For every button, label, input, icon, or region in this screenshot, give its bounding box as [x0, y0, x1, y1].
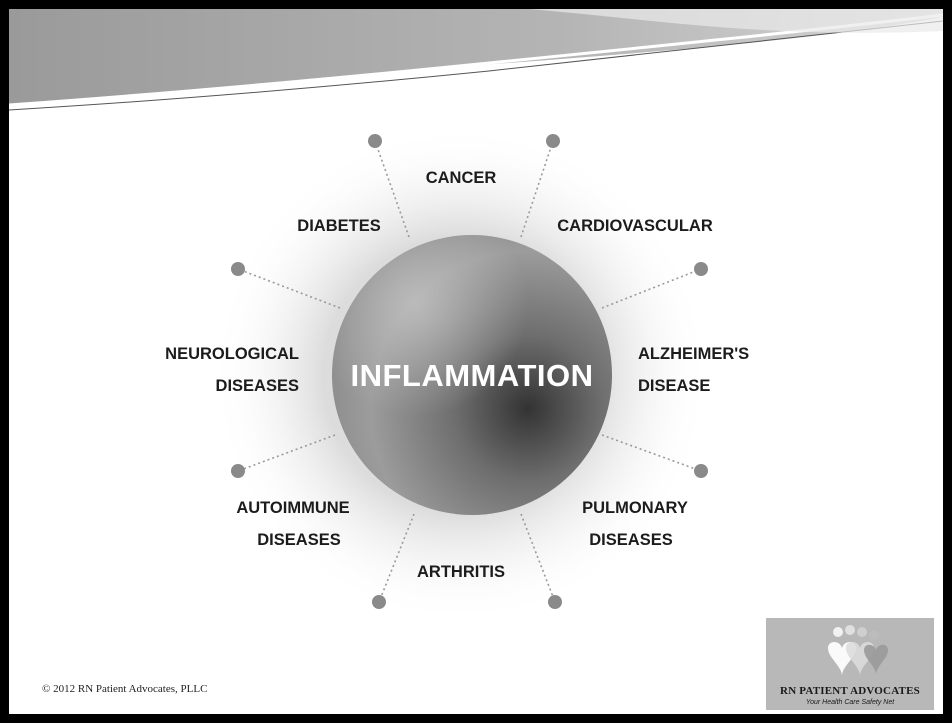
logo-name: RN PATIENT ADVOCATES [780, 685, 920, 697]
label-alzheimers-line2: DISEASE [638, 377, 710, 395]
connector-autoimmune [237, 434, 336, 472]
label-cancer: CANCER [426, 169, 497, 187]
label-arthritis: ARTHRITIS [417, 563, 505, 581]
label-neurological-line1: NEUROLOGICAL [165, 345, 299, 363]
label-diabetes: DIABETES [297, 217, 380, 235]
label-autoimmune-line1: AUTOIMMUNE [236, 499, 349, 517]
node-dot [694, 464, 708, 478]
node-dot [548, 595, 562, 609]
label-cardiovascular: CARDIOVASCULAR [557, 217, 713, 235]
node-dot [231, 262, 245, 276]
connector-diabetes [237, 268, 341, 309]
rn-patient-advocates-logo: RN PATIENT ADVOCATES Your Health Care Sa… [766, 618, 934, 710]
logo-tagline: Your Health Care Safety Net [805, 699, 895, 706]
slide: INFLAMMATION CANCER CARDIOVASCULAR DIABE… [9, 9, 943, 714]
node-dot [231, 464, 245, 478]
header-wave [9, 9, 943, 111]
label-alzheimers-line1: ALZHEIMER'S [638, 345, 749, 363]
center-label: INFLAMMATION [350, 358, 593, 393]
label-neurological-line2: DISEASES [216, 377, 299, 395]
sphere-highlight [332, 235, 612, 515]
hearts-logo-icon [828, 625, 888, 676]
node-dot [694, 262, 708, 276]
copyright-text: © 2012 RN Patient Advocates, PLLC [42, 683, 208, 695]
connector-cancer [374, 140, 410, 238]
node-dot [546, 134, 560, 148]
connector-arthritis [378, 513, 415, 603]
node-dot [372, 595, 386, 609]
connector-pulmonary-lower [520, 513, 556, 603]
inflammation-diagram: INFLAMMATION CANCER CARDIOVASCULAR DIABE… [165, 125, 749, 625]
node-dot [368, 134, 382, 148]
label-autoimmune-line2: DISEASES [257, 531, 340, 549]
connector-cardiovascular [520, 140, 554, 238]
label-pulmonary-line1: PULMONARY [582, 499, 688, 517]
label-pulmonary-line2: DISEASES [589, 531, 672, 549]
